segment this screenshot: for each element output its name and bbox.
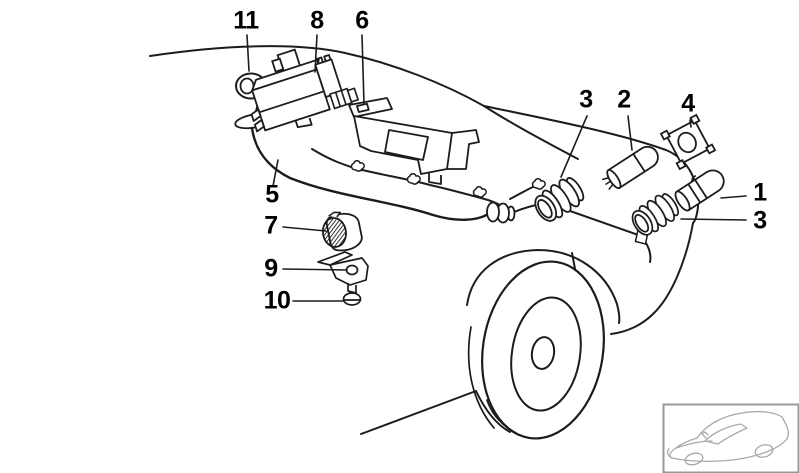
leader-line-9-10 bbox=[282, 268, 348, 271]
sensor-sleeve-part3-left bbox=[534, 177, 585, 222]
part-label-9-10[interactable]: 9 bbox=[264, 254, 278, 283]
leader-line-8-1 bbox=[314, 34, 318, 73]
module-coupling bbox=[328, 87, 360, 110]
part-label-5-8[interactable]: 5 bbox=[265, 180, 279, 209]
leader-line-6-2 bbox=[361, 34, 365, 105]
leader-line-1-6 bbox=[720, 195, 747, 199]
leader-lines bbox=[246, 34, 747, 302]
mounting-flange-part4 bbox=[659, 113, 717, 171]
grommet-part10 bbox=[342, 292, 362, 306]
rear-wheel bbox=[467, 260, 605, 440]
car-thumbnail bbox=[662, 403, 799, 473]
leader-line-5-8 bbox=[272, 159, 279, 187]
sensor-holder-part7 bbox=[321, 211, 363, 252]
car-body-outline bbox=[149, 45, 700, 435]
car-sketch-icon bbox=[666, 410, 789, 466]
part-label-6-2[interactable]: 6 bbox=[355, 6, 369, 35]
control-module-part8 bbox=[250, 54, 343, 133]
leader-line-3-3 bbox=[560, 115, 588, 178]
leader-line-11-0 bbox=[246, 34, 250, 72]
mounting-bracket-part6 bbox=[348, 97, 480, 185]
part-label-2-4[interactable]: 2 bbox=[617, 85, 631, 114]
sensor-sleeve-part3-right bbox=[631, 193, 680, 236]
leader-line-7-9 bbox=[282, 226, 327, 232]
leader-line-2-4 bbox=[627, 115, 633, 151]
part-label-4-5[interactable]: 4 bbox=[681, 89, 695, 118]
pdc-sensor-part1 bbox=[674, 169, 725, 212]
pdc-sensor-part2 bbox=[602, 145, 659, 191]
harness-clips bbox=[350, 160, 649, 245]
wheel-arch bbox=[466, 249, 621, 324]
leader-line-4-5 bbox=[689, 119, 692, 128]
part-label-1-6[interactable]: 1 bbox=[753, 178, 767, 207]
part-label-7-9[interactable]: 7 bbox=[264, 211, 278, 240]
part-label-11-0[interactable]: 11 bbox=[233, 6, 259, 35]
part-label-8-1[interactable]: 8 bbox=[310, 6, 324, 35]
part-label-3-7[interactable]: 3 bbox=[753, 206, 767, 235]
hub bbox=[530, 336, 556, 370]
leader-line-3-7 bbox=[680, 218, 747, 221]
lead-grommet-beads bbox=[486, 201, 516, 224]
part-label-10-11[interactable]: 10 bbox=[263, 286, 291, 315]
part-label-3-3[interactable]: 3 bbox=[579, 85, 593, 114]
bracket-part9 bbox=[317, 251, 369, 295]
